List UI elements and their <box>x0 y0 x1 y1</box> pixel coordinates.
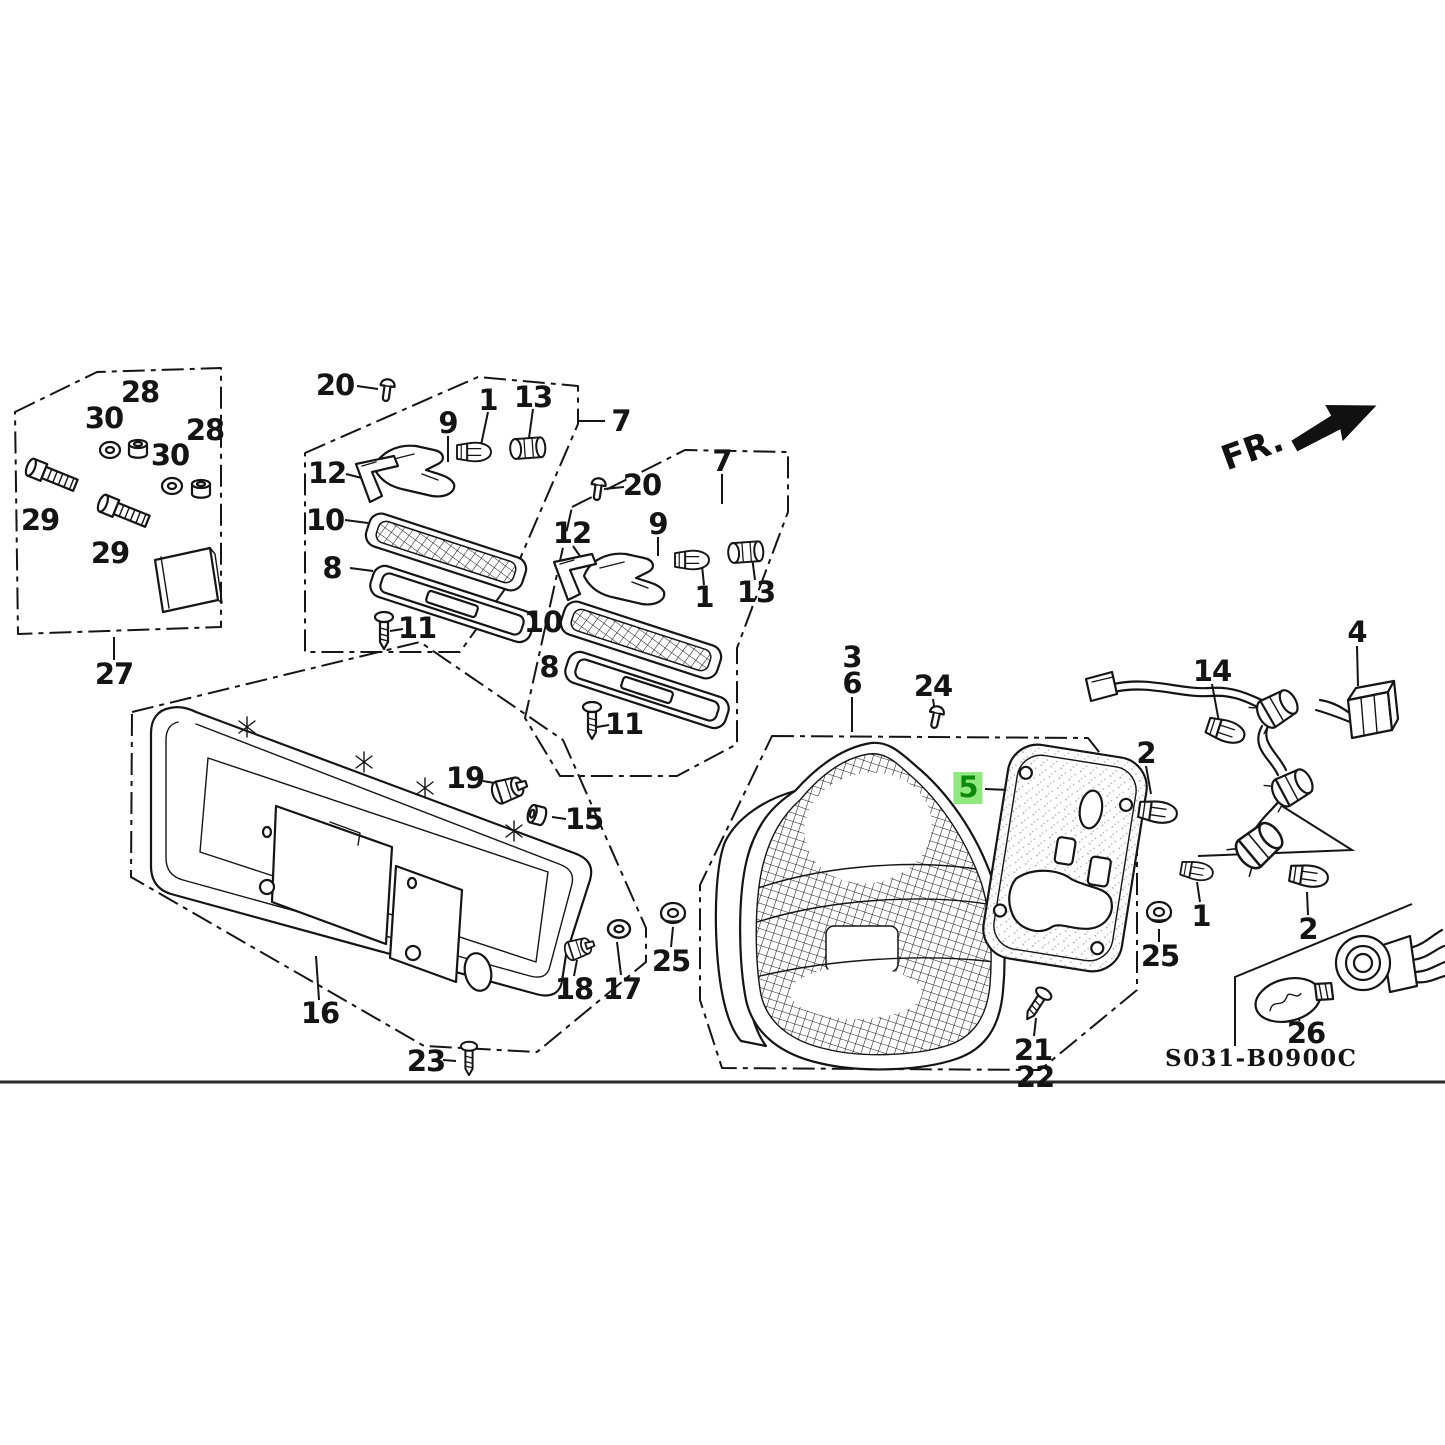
part-label-1[interactable]: 1 <box>478 383 498 417</box>
part-label-26[interactable]: 26 <box>1286 1016 1326 1050</box>
clip-20b <box>588 476 608 502</box>
bulb-2a <box>1136 798 1180 826</box>
part-label-3[interactable]: 3 <box>842 640 862 674</box>
part-label-2[interactable]: 2 <box>1298 912 1318 946</box>
panel-7a-outline <box>304 376 579 653</box>
part-label-8[interactable]: 8 <box>539 650 559 684</box>
part-label-7[interactable]: 7 <box>611 404 631 438</box>
panel-16-outline <box>130 641 647 1053</box>
socket-13b <box>726 540 765 565</box>
connector-4 <box>1346 679 1400 740</box>
nut-25b <box>1145 900 1173 924</box>
part-label-11[interactable]: 11 <box>604 707 644 741</box>
garnish-hole <box>463 952 493 992</box>
part-label-12[interactable]: 12 <box>552 516 592 550</box>
part-label-20[interactable]: 20 <box>622 468 662 502</box>
clip-20a <box>377 377 397 403</box>
gasket-5 <box>982 743 1148 973</box>
part-label-13[interactable]: 13 <box>513 380 553 414</box>
part-label-9[interactable]: 9 <box>648 507 668 541</box>
socket-13a <box>508 436 547 461</box>
garnish-studs <box>238 716 523 962</box>
harness-socket-c <box>1225 815 1290 878</box>
part-label-20[interactable]: 20 <box>315 368 355 402</box>
part-label-29[interactable]: 29 <box>90 536 130 570</box>
part-label-5-selected[interactable]: 5 <box>953 771 983 804</box>
socket-19 <box>488 771 531 807</box>
part-label-8[interactable]: 8 <box>322 551 342 585</box>
panel-7b-outline <box>524 449 789 777</box>
bulb-15 <box>524 802 549 828</box>
part-label-6[interactable]: 6 <box>842 666 862 700</box>
part-label-7[interactable]: 7 <box>712 444 732 478</box>
part-label-22[interactable]: 22 <box>1015 1060 1055 1094</box>
part-label-28[interactable]: 28 <box>185 413 225 447</box>
part-label-15[interactable]: 15 <box>564 802 604 836</box>
taillight-lens-3-6 <box>714 741 1006 1071</box>
part-label-25[interactable]: 25 <box>651 944 691 978</box>
part-label-29[interactable]: 29 <box>20 503 60 537</box>
part-label-10[interactable]: 10 <box>523 605 563 639</box>
bulb-1b <box>674 549 710 571</box>
clip-24 <box>925 703 947 731</box>
fr-label: FR. <box>1216 420 1289 479</box>
plate-cutout-a <box>270 804 394 946</box>
bulb-2b <box>1287 862 1331 890</box>
panel-27-outline <box>14 367 222 635</box>
part-label-11[interactable]: 11 <box>397 611 437 645</box>
license-garnish-16 <box>149 705 593 997</box>
part-label-4[interactable]: 4 <box>1347 615 1367 649</box>
part-label-1[interactable]: 1 <box>1191 899 1211 933</box>
part-label-13[interactable]: 13 <box>736 575 776 609</box>
part-label-16[interactable]: 16 <box>300 996 340 1030</box>
part-label-19[interactable]: 19 <box>445 761 485 795</box>
part-label-30[interactable]: 30 <box>84 401 124 435</box>
diagram-code: S031-B0900C <box>1165 1045 1357 1072</box>
grommet-17 <box>606 918 632 940</box>
part-label-10[interactable]: 10 <box>305 503 345 537</box>
part-label-25[interactable]: 25 <box>1140 939 1180 973</box>
harness-socket-b <box>1263 763 1319 814</box>
part-label-2[interactable]: 2 <box>1136 736 1156 770</box>
wire-harness-4 <box>1084 670 1400 878</box>
hardware-kit-27 <box>22 438 223 614</box>
part-label-27[interactable]: 27 <box>94 657 134 691</box>
socket-26-assembly <box>1254 928 1445 1023</box>
part-label-21[interactable]: 21 <box>1013 1033 1053 1067</box>
instruction-pad <box>153 546 223 614</box>
bulb-1r <box>1178 858 1216 884</box>
part-label-24[interactable]: 24 <box>913 669 953 703</box>
part-label-9[interactable]: 9 <box>438 406 458 440</box>
part-label-23[interactable]: 23 <box>406 1044 446 1078</box>
part-label-17[interactable]: 17 <box>602 972 642 1006</box>
bulb-14 <box>1203 714 1249 748</box>
fr-arrow-icon <box>1291 405 1377 452</box>
part-label-30[interactable]: 30 <box>150 438 190 472</box>
part-label-12[interactable]: 12 <box>307 456 347 490</box>
part-label-1[interactable]: 1 <box>694 580 714 614</box>
screw-11b <box>581 700 603 741</box>
part-label-18[interactable]: 18 <box>554 972 594 1006</box>
bulb-1a <box>456 441 492 463</box>
part-label-28[interactable]: 28 <box>120 375 160 409</box>
clip-23 <box>459 1040 479 1077</box>
nut-25a <box>659 901 687 925</box>
bulb-26 <box>1254 977 1335 1023</box>
bracket-9a <box>372 444 456 498</box>
fr-direction: FR. <box>1216 405 1377 479</box>
part-label-14[interactable]: 14 <box>1192 654 1232 688</box>
harness-socket-a <box>1248 684 1304 735</box>
screw-21-22 <box>1018 983 1055 1025</box>
